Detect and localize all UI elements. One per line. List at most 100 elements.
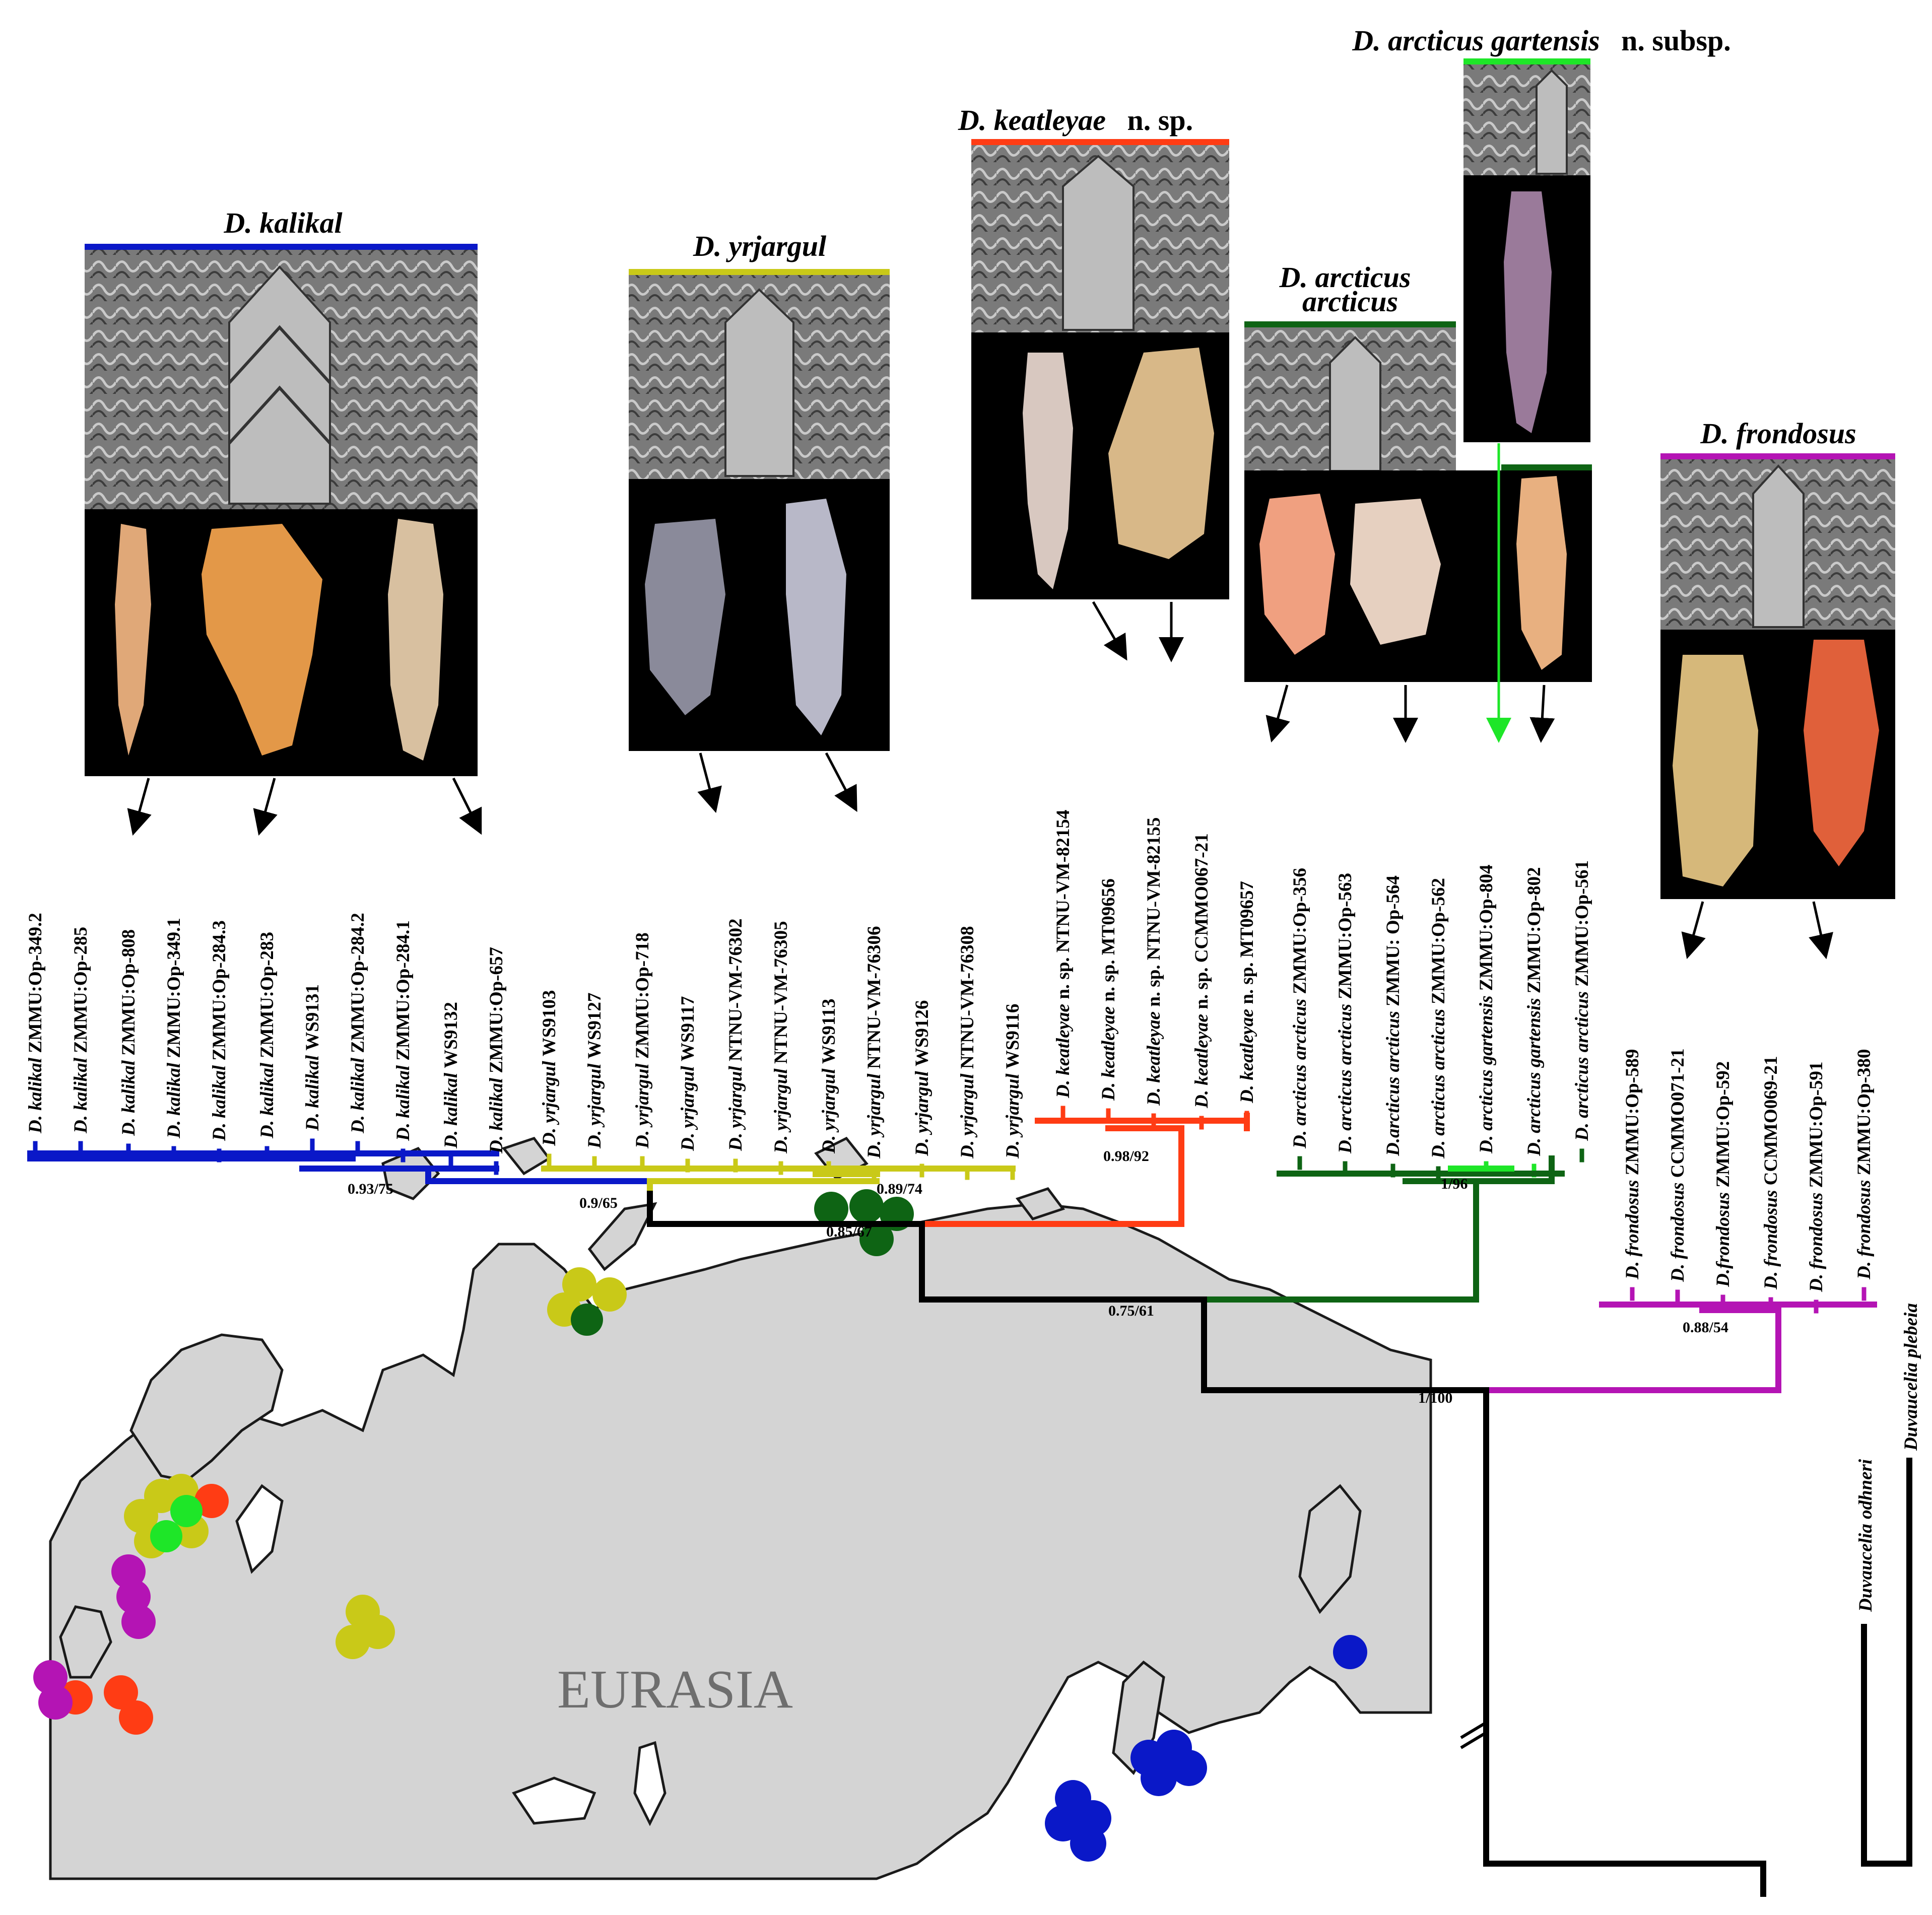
clade-bar-arcticus-arcticus-2	[1501, 464, 1592, 470]
leaf-label: D. kalikal ZMMU:Op-349.2	[25, 913, 46, 1134]
leaf-label-voucher: NTNU-VM-76302	[725, 919, 746, 1062]
clade-label-arcticus-arcticus-line2: arcticus	[1302, 285, 1398, 318]
leaf-labels: D. kalikal ZMMU:Op-349.2 D. kalikal ZMMU:…	[25, 810, 1921, 1612]
leaf-label-species: D. arcticus arcticus	[1428, 1004, 1449, 1159]
map-caspian-sea	[633, 1741, 667, 1826]
leaf-label: D. kalikal ZMMU:Op-284.3	[209, 920, 230, 1141]
leaf-label-voucher: n. sp. NTNU-VM-82154	[1053, 810, 1074, 999]
map-novaya-zemlya	[587, 1202, 657, 1271]
leaf-label: D. arcticus arcticus ZMMU:Op-563	[1335, 873, 1356, 1154]
clade-bar-yrjargul	[629, 269, 890, 275]
eurasia-map: EURASIA	[33, 1136, 1432, 1880]
leaf-label-voucher: ZMMU:Op-591	[1806, 1062, 1827, 1188]
leaf-label: D. keatleyae n. sp. MT09656	[1098, 878, 1119, 1101]
map-kamchatka	[1298, 1484, 1362, 1614]
radula-rachidian-tooth-kalikal	[228, 265, 331, 505]
leaf-label-species: D. frondosus	[1806, 1188, 1827, 1292]
leaf-label-voucher: ZMMU:Op-802	[1524, 867, 1545, 993]
leaf-label: D. yrjargul WS9113	[819, 999, 839, 1154]
leaf-label: D. kalikal ZMMU:Op-285	[71, 927, 91, 1134]
leaf-label-voucher: ZMMU:Op-718	[632, 932, 653, 1059]
locality-dot-frondosus	[38, 1685, 73, 1720]
leaf-label: D. arcticus gartensis ZMMU:Op-802	[1524, 867, 1545, 1156]
specimen-photo-arcticus-1	[1259, 494, 1335, 655]
leaf-label-species: D. kalikal	[348, 1053, 368, 1134]
leaf-label-species: D. yrjargul	[632, 1059, 653, 1149]
leaf-label: D. arcticus arcticus ZMMU:Op-562	[1428, 878, 1449, 1159]
locality-dot-arcticus-arcticus	[814, 1192, 848, 1226]
leaf-label-species: D.arcticus arcticus	[1383, 1006, 1404, 1156]
radula-rachidian-tooth-arcticus-arcticus	[1329, 336, 1381, 472]
leaf-label: D. kalikal WS9132	[441, 1002, 461, 1149]
leaf-label-species: D. keatleyae	[1237, 1004, 1257, 1104]
leaf-label-voucher: WS9103	[539, 990, 560, 1057]
locality-dot-yrjargul	[562, 1267, 596, 1302]
support-frondosus: 0.88/54	[1683, 1319, 1728, 1336]
map-japan	[1112, 1660, 1165, 1775]
leaf-label: D. keatleyae n. sp. NTNU-VM-82154	[1053, 810, 1074, 1099]
radula-sem-arcticus-gartensis	[1463, 64, 1590, 175]
leaf-label-voucher: WS9131	[302, 984, 323, 1051]
leaf-label: D. kalikal ZMMU:Op-283	[257, 932, 278, 1139]
locality-dot-keatleyae	[119, 1700, 153, 1735]
image-panels	[85, 64, 1895, 899]
leaf-label-voucher: ZMMU:Op-285	[71, 927, 91, 1053]
leaf-label-voucher: NTNU-VM-76306	[864, 926, 885, 1069]
leaf-label-voucher: WS9132	[441, 1002, 461, 1068]
arrow-kalikal-3	[452, 777, 482, 835]
leaf-label: D. yrjargul ZMMU:Op-718	[632, 932, 653, 1149]
locality-dot-kalikal	[1070, 1825, 1106, 1862]
leaf-label-species: D. arcticus gartensis	[1476, 991, 1497, 1154]
support-kalikal-yrjargul: 0.9/65	[579, 1195, 618, 1211]
leaf-label-voucher: ZMMU:Op-808	[118, 929, 139, 1056]
leaf-label-species: D. kalikal	[209, 1061, 230, 1141]
leaf-label: D. frondosus CCMMO071-21	[1668, 1048, 1688, 1282]
leaf-label-voucher: n. sp. MT09656	[1098, 878, 1119, 1002]
leaf-label-voucher: ZMMU:Op-657	[486, 947, 507, 1073]
leaf-label-voucher: ZMMU:Op-592	[1713, 1061, 1734, 1188]
leaf-label-voucher: NTNU-VM-76308	[957, 926, 978, 1069]
leaf-label-species: D. frondosus	[1668, 1178, 1688, 1282]
locality-dot-keatleyae	[104, 1675, 138, 1709]
specimen-photo-kalikal-2	[202, 524, 322, 756]
root-branch-break	[1460, 1721, 1487, 1749]
locality-dot-kalikal	[1045, 1805, 1081, 1841]
leaf-label: D. kalikal ZMMU:Op-657	[486, 947, 507, 1154]
leaf-label-species: D. kalikal	[393, 1061, 414, 1141]
leaf-label-voucher: WS9116	[1003, 1004, 1023, 1069]
leaf-label-species: D. yrjargul	[725, 1061, 746, 1151]
locality-dot-kalikal	[1171, 1750, 1207, 1786]
clade-bar-arcticus-arcticus	[1244, 321, 1456, 327]
leaf-label-species: D. kalikal	[118, 1056, 139, 1136]
leaf-label-voucher: CCMMO069-21	[1761, 1056, 1781, 1185]
arrow-yrjargul-2	[825, 752, 857, 812]
clade-label-kalikal: D. kalikal	[223, 207, 343, 239]
leaf-label: D. kalikal ZMMU:Op-349.1	[164, 918, 184, 1139]
leaf-label-species: D. kalikal	[71, 1053, 91, 1134]
map-new-siberian-islands	[1015, 1187, 1065, 1220]
leaf-label: D. yrjargul NTNU-VM-76305	[771, 921, 791, 1154]
leaf-label-species: D. arcticus arcticus	[1572, 987, 1592, 1141]
leaf-label: D. frondosus ZMMU:Op-380	[1854, 1049, 1875, 1280]
specimen-photo-yrjargul-1	[645, 519, 725, 715]
leaf-label-species: D.frondosus	[1713, 1188, 1734, 1287]
arrow-kalikal-1	[127, 778, 152, 836]
leaf-label: D. yrjargul WS9103	[539, 990, 560, 1146]
arrow-frondosus-2	[1809, 901, 1833, 960]
clade-bar-kalikal	[85, 244, 478, 250]
locality-dot-arcticus-gartensis	[150, 1520, 182, 1552]
leaf-label: D. arcticus gartensis ZMMU:Op-804	[1476, 864, 1497, 1154]
support-values: 0.93/75 0.9/65 0.89/74 0.98/92 0.85/67 1…	[348, 1148, 1728, 1406]
leaf-label-species: D. yrjargul	[957, 1069, 978, 1159]
locality-dot-arcticus-arcticus	[859, 1222, 894, 1256]
support-dendronotus: 1/100	[1418, 1390, 1452, 1406]
leaf-label-species: D. keatleyae	[1098, 1002, 1119, 1101]
leaf-label-voucher: WS9126	[912, 1000, 932, 1067]
leaf-label-species: D. keatleyae	[1053, 999, 1074, 1099]
leaf-label: D.frondosus ZMMU:Op-592	[1713, 1061, 1734, 1287]
leaf-label-voucher: WS9113	[819, 999, 839, 1064]
leaf-label-species: D. kalikal	[441, 1068, 461, 1149]
leaf-label-species: D. yrjargul	[912, 1066, 932, 1156]
leaf-label-voucher: NTNU-VM-76305	[771, 921, 791, 1064]
leaf-label-species: D. frondosus	[1854, 1175, 1875, 1280]
